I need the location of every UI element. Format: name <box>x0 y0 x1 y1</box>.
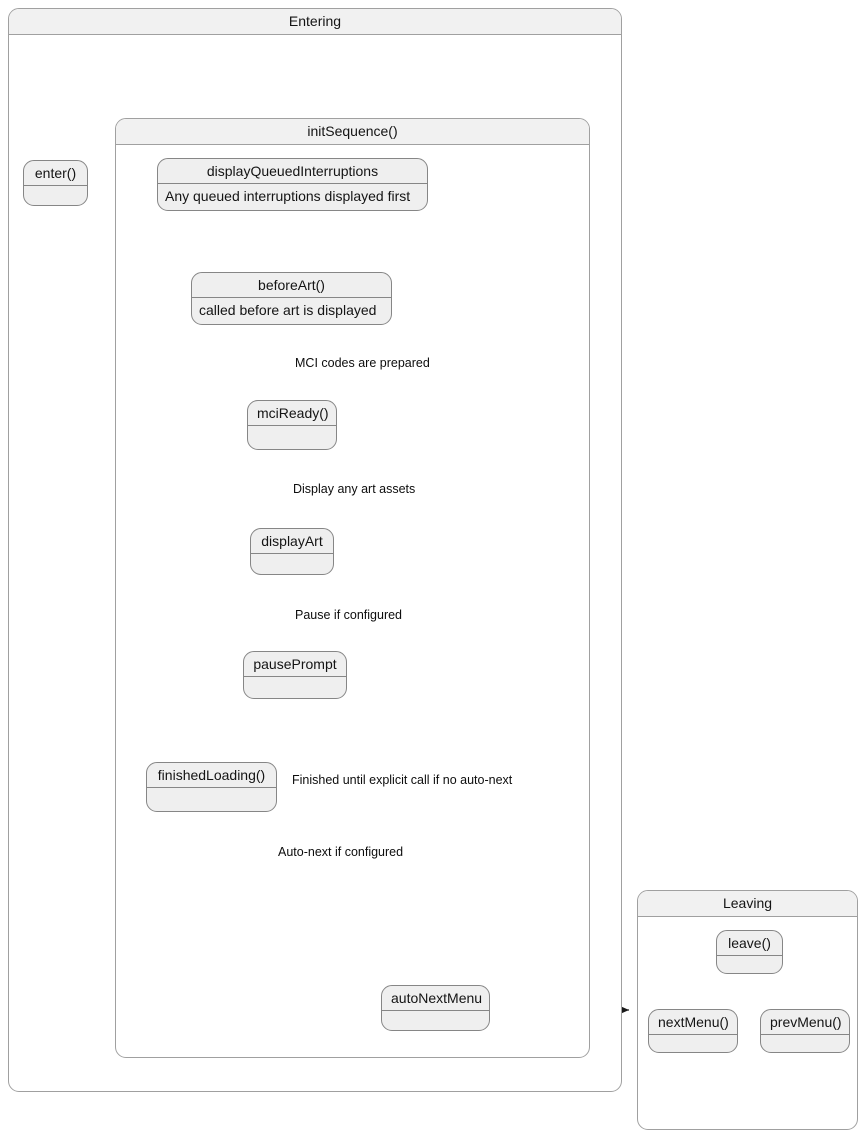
composite-init-sequence-title: initSequence() <box>116 119 589 145</box>
state-before-art-title: beforeArt() <box>258 277 325 293</box>
state-display-queued-interruptions-body: Any queued interruptions displayed first <box>158 183 427 208</box>
state-leave-title: leave() <box>728 935 771 951</box>
state-auto-next-menu-body <box>382 1010 489 1029</box>
state-next-menu-title: nextMenu() <box>658 1014 729 1030</box>
state-enter-title: enter() <box>34 165 77 181</box>
state-enter[interactable]: enter() <box>23 160 88 206</box>
state-pause-prompt-body <box>244 676 346 695</box>
composite-state-init-sequence[interactable]: initSequence() <box>115 118 590 1058</box>
state-display-queued-interruptions[interactable]: displayQueuedInterruptions Any queued in… <box>157 158 428 211</box>
state-prev-menu-body <box>761 1034 849 1052</box>
state-pause-prompt-title: pausePrompt <box>253 656 337 672</box>
state-display-art[interactable]: displayArt <box>250 528 334 575</box>
state-auto-next-menu-title: autoNextMenu <box>391 990 483 1006</box>
state-enter-body <box>24 185 87 204</box>
state-leave[interactable]: leave() <box>716 930 783 974</box>
edge-label-finished-no-auto-next: Finished until explicit call if no auto-… <box>292 773 513 787</box>
edge-label-display-art-assets: Display any art assets <box>293 482 416 496</box>
composite-entering-title: Entering <box>9 9 621 35</box>
state-leave-body <box>717 955 782 973</box>
state-before-art[interactable]: beforeArt() called before art is display… <box>191 272 392 325</box>
state-next-menu-body <box>649 1034 737 1052</box>
state-mci-ready-body <box>248 425 336 444</box>
state-before-art-body: called before art is displayed <box>192 297 391 322</box>
state-prev-menu[interactable]: prevMenu() <box>760 1009 850 1053</box>
state-finished-loading-title: finishedLoading() <box>157 767 266 783</box>
state-display-art-body <box>251 553 333 572</box>
state-finished-loading-body <box>147 787 276 806</box>
composite-leaving-title: Leaving <box>638 891 857 917</box>
state-pause-prompt[interactable]: pausePrompt <box>243 651 347 699</box>
edge-label-pause-if-configured: Pause if configured <box>295 608 403 622</box>
state-auto-next-menu[interactable]: autoNextMenu <box>381 985 490 1031</box>
state-finished-loading[interactable]: finishedLoading() <box>146 762 277 812</box>
state-display-art-title: displayArt <box>261 533 323 549</box>
edge-label-auto-next-if-configured: Auto-next if configured <box>278 845 404 859</box>
state-mci-ready[interactable]: mciReady() <box>247 400 337 450</box>
state-display-queued-interruptions-title: displayQueuedInterruptions <box>206 163 379 179</box>
state-next-menu[interactable]: nextMenu() <box>648 1009 738 1053</box>
state-mci-ready-title: mciReady() <box>257 405 329 421</box>
state-prev-menu-title: prevMenu() <box>770 1014 842 1030</box>
edge-label-mci-prepared: MCI codes are prepared <box>295 356 430 370</box>
